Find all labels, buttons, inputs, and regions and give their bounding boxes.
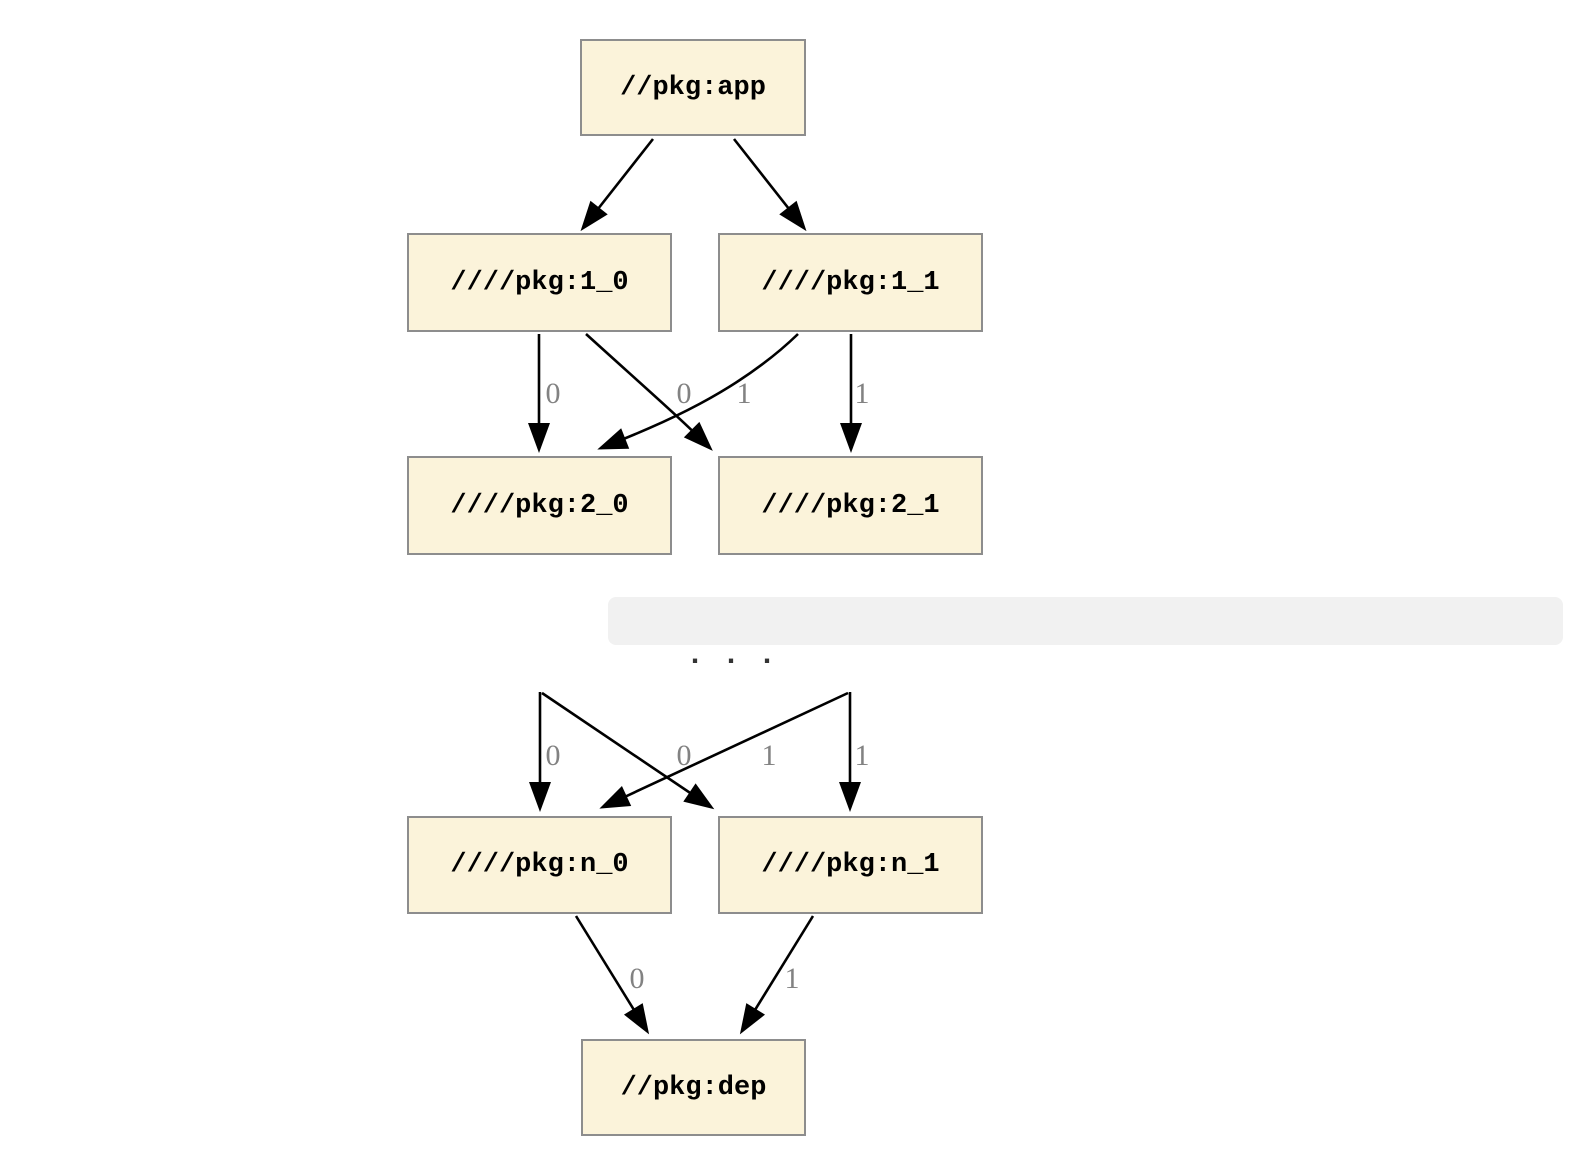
edge-1-1-to-2-0 bbox=[597, 333, 799, 450]
edge-label-1-0-to-2-1: 1 bbox=[737, 377, 752, 410]
edge-label-n-0-to-dep: 0 bbox=[630, 962, 645, 995]
edge-label-1-1-to-2-0: 0 bbox=[677, 377, 692, 410]
node-pkg-n-0: ////pkg:n_0 bbox=[407, 816, 672, 914]
node-pkg-dep: //pkg:dep bbox=[581, 1039, 806, 1136]
node-pkg-1-0-label: ////pkg:1_0 bbox=[450, 267, 629, 298]
node-pkg-1-1-label: ////pkg:1_1 bbox=[761, 267, 940, 298]
edge-label-1-0-to-2-0: 0 bbox=[546, 377, 561, 410]
edge-hidden-right-to-n-0 bbox=[599, 691, 849, 809]
edge-label-n-1-to-dep: 1 bbox=[785, 962, 800, 995]
edge-n-0-to-dep bbox=[574, 915, 650, 1035]
edge-hidden-left-to-n-1 bbox=[541, 691, 715, 810]
node-pkg-n-0-label: ////pkg:n_0 bbox=[450, 850, 629, 880]
node-pkg-2-1-label: ////pkg:2_1 bbox=[761, 490, 940, 521]
code-ellipsis-block: . . . bbox=[608, 597, 1563, 671]
edge-label-1-1-to-2-1: 1 bbox=[855, 377, 870, 410]
code-ellipsis-text: . . . bbox=[686, 639, 777, 673]
node-pkg-2-0-label: ////pkg:2_0 bbox=[450, 490, 629, 521]
node-pkg-2-1: ////pkg:2_1 bbox=[718, 456, 983, 555]
node-pkg-n-1: ////pkg:n_1 bbox=[718, 816, 983, 914]
node-pkg-n-1-label: ////pkg:n_1 bbox=[761, 850, 940, 880]
edge-app-to-1-1 bbox=[732, 138, 807, 232]
node-pkg-1-1: ////pkg:1_1 bbox=[718, 233, 983, 332]
node-pkg-dep-label: //pkg:dep bbox=[620, 1072, 767, 1103]
node-pkg-app-label: //pkg:app bbox=[620, 72, 766, 103]
node-pkg-1-0: ////pkg:1_0 bbox=[407, 233, 672, 332]
edge-label-hidden-right-to-n-0: 0 bbox=[677, 739, 692, 772]
edge-label-hidden-left-to-n-0: 0 bbox=[546, 739, 561, 772]
edge-label-hidden-right-to-n-1: 1 bbox=[855, 739, 870, 772]
edge-label-hidden-left-to-n-1: 1 bbox=[762, 739, 777, 772]
edge-app-to-1-0 bbox=[580, 138, 655, 232]
edge-1-0-to-2-1 bbox=[585, 333, 713, 451]
node-pkg-app: //pkg:app bbox=[580, 39, 806, 136]
edge-n-1-to-dep bbox=[739, 915, 815, 1035]
node-pkg-2-0: ////pkg:2_0 bbox=[407, 456, 672, 555]
